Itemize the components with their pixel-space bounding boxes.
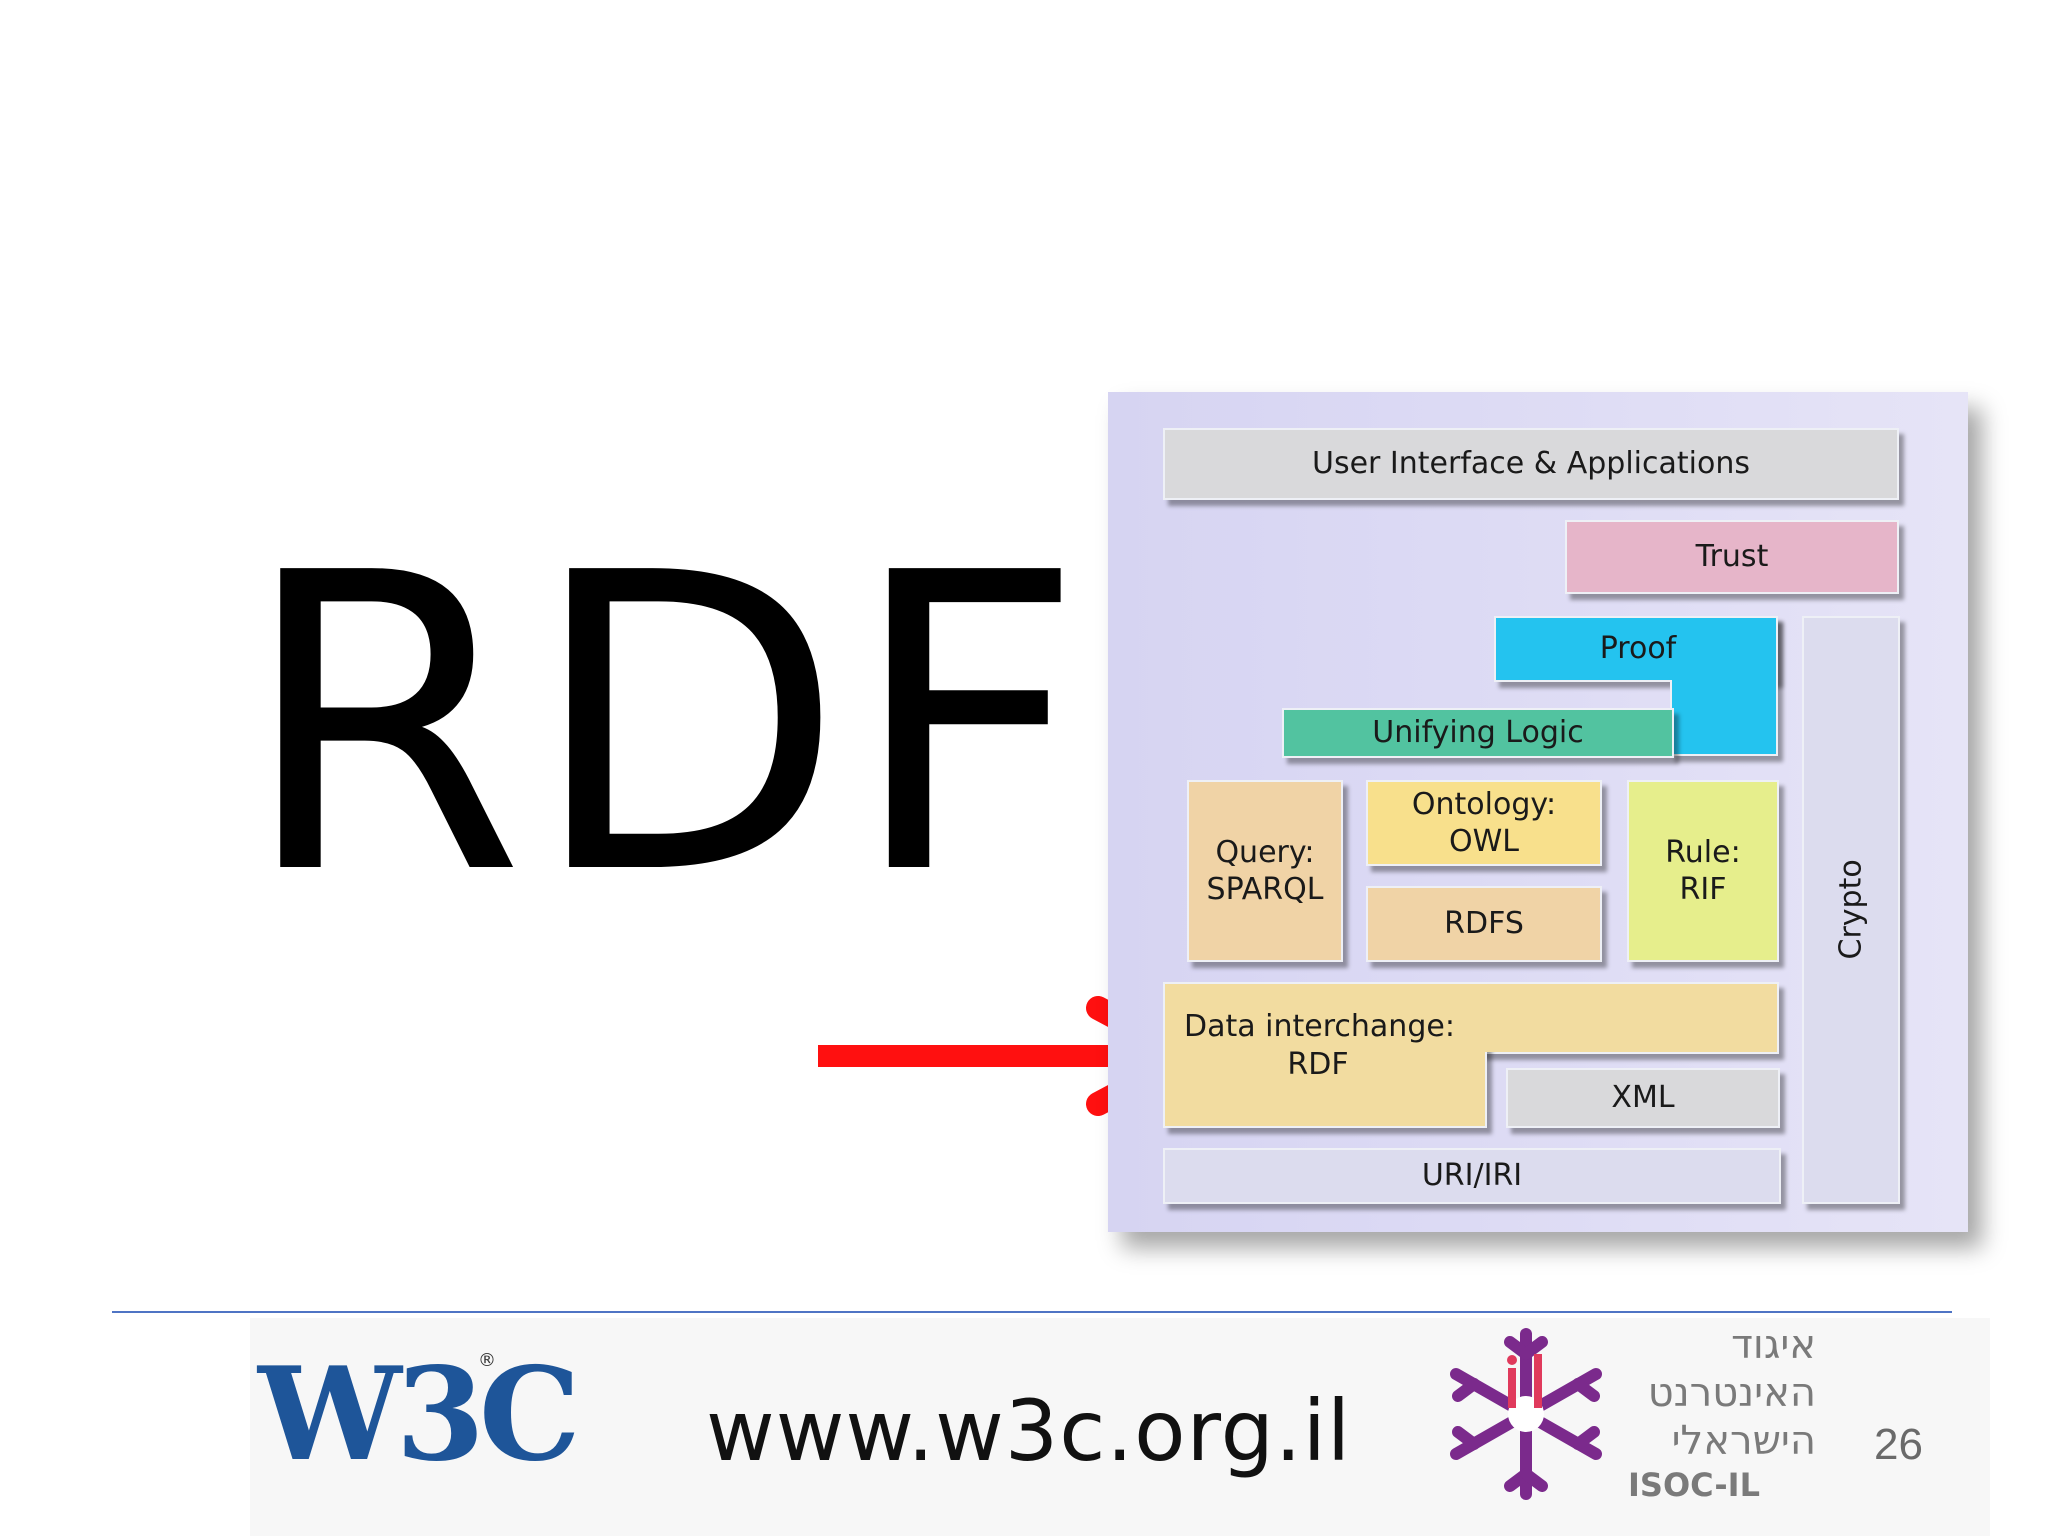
isoc-snowflake-logo-icon [1450,1328,1602,1500]
isoc-hebrew-line3: הישראלי [1671,1418,1816,1464]
block-rule-line2: RIF [1679,872,1727,907]
block-query: Query: SPARQL [1187,780,1343,962]
isoc-english-label: ISOC-IL [1628,1466,1760,1504]
block-data-interchange-fill-2 [1165,984,1485,1126]
block-uri-label: URI/IRI [1421,1158,1523,1194]
block-user-interface: User Interface & Applications [1163,428,1899,500]
block-xml-label: XML [1611,1080,1675,1116]
block-rdfs: RDFS [1366,886,1602,962]
block-uri: URI/IRI [1163,1148,1781,1204]
block-xml: XML [1506,1068,1780,1128]
block-proof-label: Proof [1599,631,1677,666]
page-number: 26 [1874,1420,1923,1469]
isoc-hebrew-line1: איגוד [1731,1322,1816,1368]
footer-background [250,1318,1990,1536]
semantic-web-stack-diagram: User Interface & Applications Trust Proo… [1108,392,1968,1232]
block-rule: Rule: RIF [1627,780,1779,962]
block-trust: Trust [1565,520,1899,594]
w3c-logo: W3C [258,1340,581,1490]
block-crypto-label: Crypto [1833,859,1869,960]
block-query-line1: Query: [1215,834,1315,870]
block-proof-fill-2 [1672,618,1776,754]
block-data-interchange-line1: Data interchange: [1184,1009,1455,1044]
slide-title: RDF [240,486,1089,964]
block-rdfs-label: RDFS [1444,906,1524,942]
block-unifying-logic: Unifying Logic [1282,708,1674,758]
block-ontology: Ontology: OWL [1366,780,1602,866]
isoc-hebrew-line2: האינטרנט [1647,1370,1816,1416]
block-trust-label: Trust [1695,539,1769,575]
block-crypto [1802,616,1900,1204]
footer-url: www.w3c.org.il [706,1382,1352,1480]
block-query-line2: SPARQL [1206,872,1324,907]
block-user-interface-label: User Interface & Applications [1312,446,1750,482]
footer-divider [112,1311,1952,1313]
registered-mark: ® [478,1350,496,1371]
block-ontology-line2: OWL [1449,824,1519,859]
block-data-interchange-line2: RDF [1287,1047,1349,1082]
block-unifying-logic-label: Unifying Logic [1372,715,1584,751]
block-ontology-line1: Ontology: [1411,786,1557,822]
block-rule-line1: Rule: [1665,834,1741,870]
